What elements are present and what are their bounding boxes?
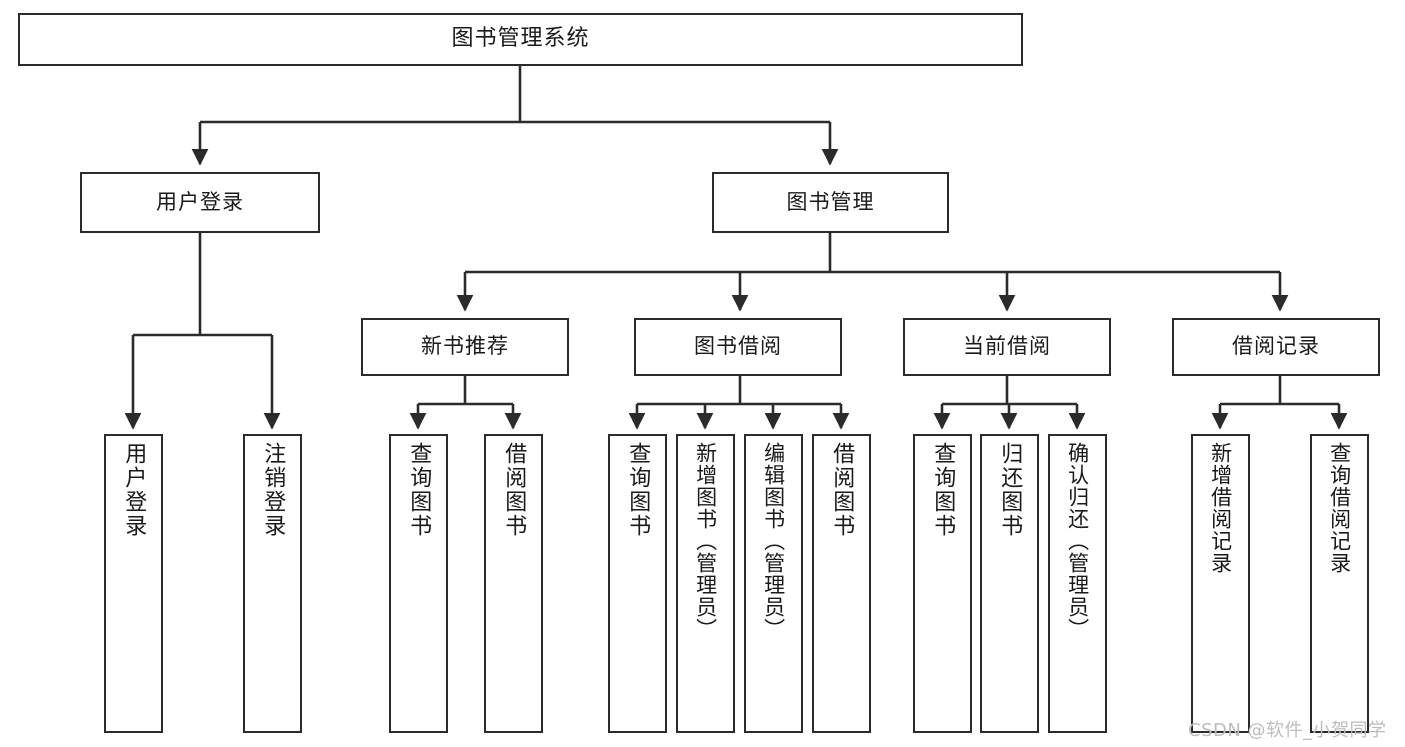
node-current-borrow-label: 当前借阅 <box>963 334 1051 359</box>
node-leaf-edit-book-label: 编辑图书（管理员） <box>761 442 786 640</box>
node-leaf-add-record-label: 新增借阅记录 <box>1208 442 1233 574</box>
node-leaf-return-book[interactable]: 归还图书 <box>980 434 1039 733</box>
node-book-manage[interactable]: 图书管理 <box>712 172 949 233</box>
node-book-borrow[interactable]: 图书借阅 <box>634 318 842 376</box>
node-leaf-edit-book[interactable]: 编辑图书（管理员） <box>744 434 803 733</box>
node-new-book-rec-label: 新书推荐 <box>421 334 509 359</box>
node-leaf-query-book-2-label: 查询图书 <box>625 442 651 538</box>
node-leaf-add-book-label: 新增图书（管理员） <box>693 442 718 640</box>
node-leaf-user-login[interactable]: 用户登录 <box>104 434 163 733</box>
node-leaf-query-book-3-label: 查询图书 <box>930 442 956 538</box>
node-leaf-borrow-book-1[interactable]: 借阅图书 <box>484 434 543 733</box>
node-leaf-query-book-1[interactable]: 查询图书 <box>389 434 448 733</box>
node-leaf-query-record[interactable]: 查询借阅记录 <box>1310 434 1369 733</box>
node-leaf-user-logout[interactable]: 注销登录 <box>243 434 302 733</box>
node-leaf-confirm-return-label: 确认归还（管理员） <box>1065 442 1090 640</box>
node-leaf-borrow-book-2[interactable]: 借阅图书 <box>812 434 871 733</box>
node-leaf-return-book-label: 归还图书 <box>997 442 1023 538</box>
node-root[interactable]: 图书管理系统 <box>18 13 1023 66</box>
node-leaf-add-record[interactable]: 新增借阅记录 <box>1191 434 1250 733</box>
node-root-label: 图书管理系统 <box>451 26 590 52</box>
node-leaf-query-record-label: 查询借阅记录 <box>1327 442 1352 574</box>
node-borrow-record[interactable]: 借阅记录 <box>1172 318 1380 376</box>
node-leaf-query-book-2[interactable]: 查询图书 <box>608 434 667 733</box>
node-leaf-query-book-3[interactable]: 查询图书 <box>913 434 972 733</box>
node-leaf-user-login-label: 用户登录 <box>121 442 147 538</box>
node-book-manage-label: 图书管理 <box>786 189 875 214</box>
node-leaf-query-book-1-label: 查询图书 <box>406 442 432 538</box>
node-leaf-add-book[interactable]: 新增图书（管理员） <box>676 434 735 733</box>
node-book-borrow-label: 图书借阅 <box>694 334 782 359</box>
node-leaf-borrow-book-2-label: 借阅图书 <box>829 442 855 538</box>
node-current-borrow[interactable]: 当前借阅 <box>903 318 1111 376</box>
node-user-login-label: 用户登录 <box>156 189 244 214</box>
node-new-book-rec[interactable]: 新书推荐 <box>361 318 569 376</box>
node-borrow-record-label: 借阅记录 <box>1232 334 1320 359</box>
node-user-login[interactable]: 用户登录 <box>80 172 320 233</box>
node-leaf-borrow-book-1-label: 借阅图书 <box>501 442 527 538</box>
node-leaf-confirm-return[interactable]: 确认归还（管理员） <box>1048 434 1107 733</box>
node-leaf-user-logout-label: 注销登录 <box>260 442 286 538</box>
